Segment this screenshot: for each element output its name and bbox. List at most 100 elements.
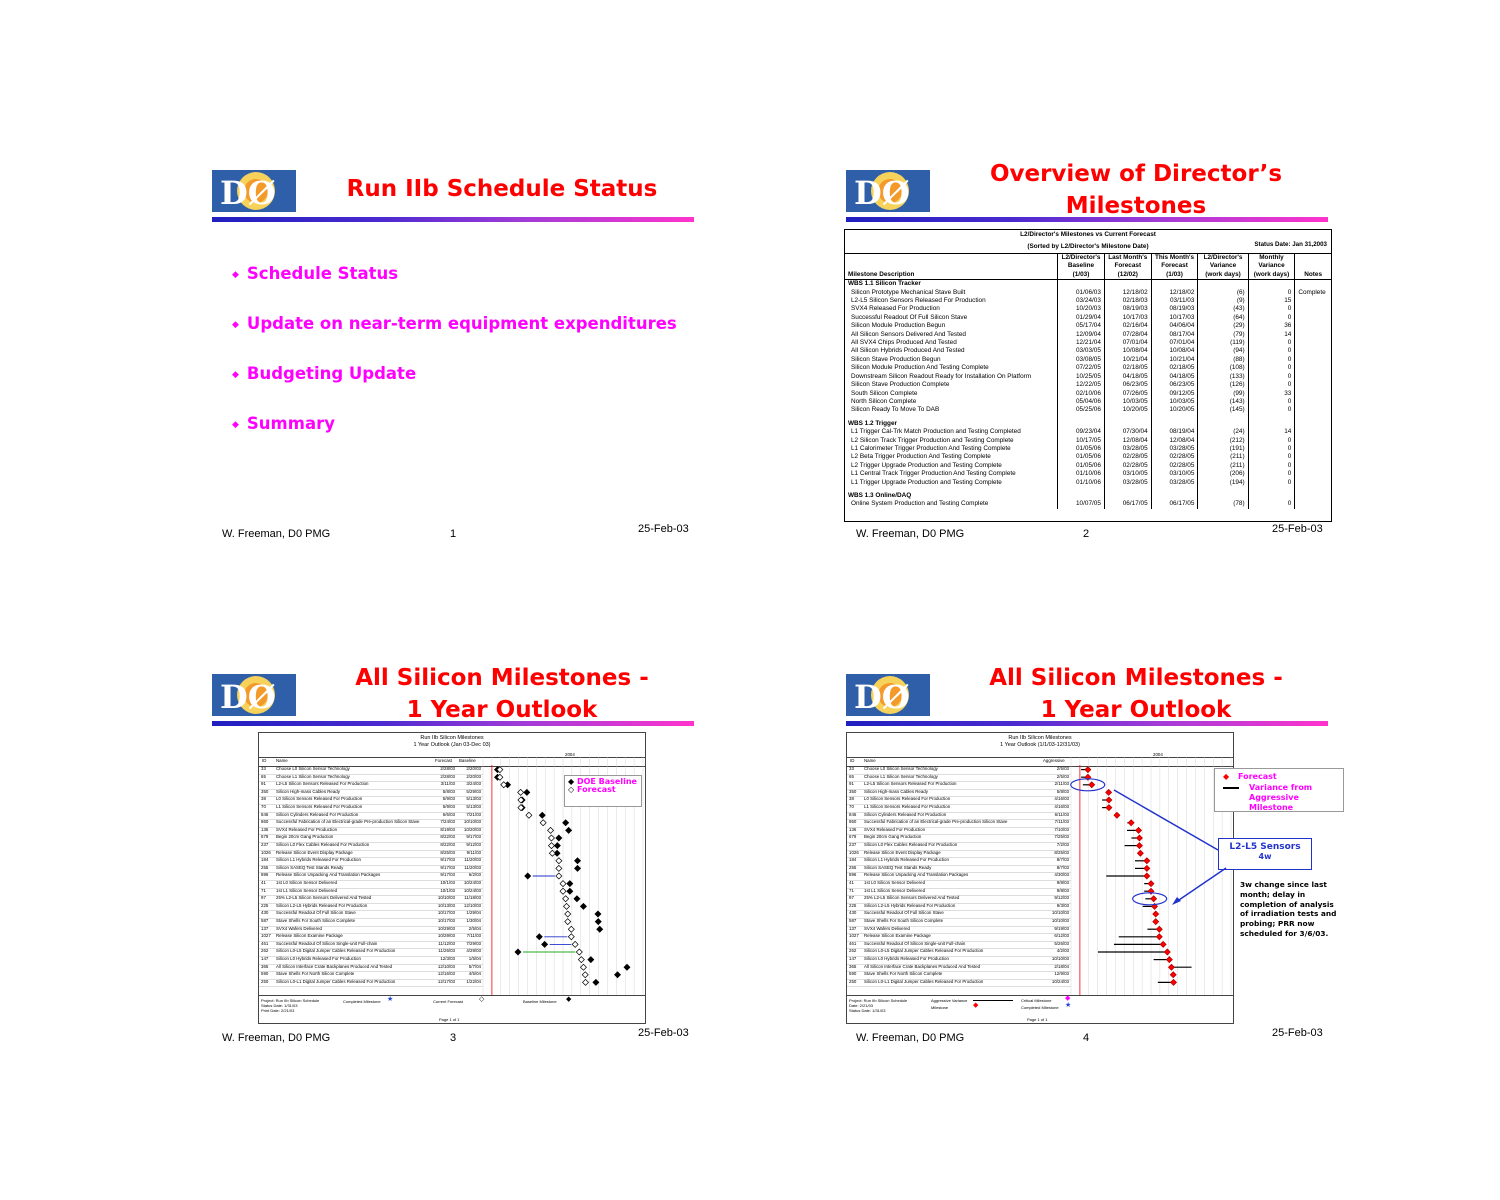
forecast-marker	[1136, 849, 1144, 857]
row-aggressive-date: 9/12/03	[1054, 895, 1069, 901]
row-id: 679	[849, 834, 857, 840]
baseline-marker	[594, 910, 602, 918]
col-header: Notes	[1294, 254, 1331, 281]
legend-label: Forecast	[1237, 772, 1277, 781]
forecast-marker	[559, 887, 567, 895]
row-name: 25% L2-L5 Silicon Sensors Delivered And …	[864, 895, 960, 901]
table-row: Silicon Prototype Mechanical Stave Built…	[845, 288, 1331, 298]
forecast-marker	[1105, 796, 1113, 804]
row-aggressive-date: 2/11/03	[1054, 781, 1069, 787]
row-aggressive-date: 2/5/03	[1056, 766, 1069, 771]
row-name: Stave Shells For North Silicon Complete	[864, 971, 943, 977]
table-cell	[1150, 414, 1199, 429]
table-cell	[1294, 305, 1331, 314]
table-cell: 06/23/05	[1103, 381, 1152, 390]
d0-logo: DØ	[212, 170, 296, 212]
forecast-marker	[1105, 788, 1113, 796]
table-row: Successful Readout Of Full Silicon Stave…	[845, 313, 1331, 323]
row-aggressive-date: 4/30/03	[1054, 872, 1069, 878]
table-cell: Complete	[1294, 288, 1331, 298]
milestone-table-frame: L2/Director's Milestones vs Current Fore…	[844, 229, 1332, 522]
row-id: 430	[261, 910, 269, 916]
variance-line-icon	[1223, 787, 1239, 789]
table-cell: 02/18/05	[1103, 364, 1152, 373]
row-forecast-date: 9/17/03	[440, 864, 455, 870]
table-cell: 12/08/04	[1103, 436, 1152, 445]
baseline-marker	[553, 849, 561, 857]
title-line-2: Milestones	[1065, 193, 1207, 219]
table-cell: (99)	[1197, 389, 1249, 398]
table-cell: 12/18/02	[1150, 288, 1199, 298]
row-name: Silicon L0 Flex Cables Released For Prod…	[276, 842, 370, 847]
table-row: L1 Calorimeter Trigger Production And Te…	[845, 444, 1331, 454]
row-forecast-date: 2/28/03	[440, 766, 455, 771]
slide-title: Run IIb Schedule Status	[346, 176, 658, 202]
row-name: Silicon SASEQ Test Stands Ready	[864, 864, 932, 870]
table-cell: All SVX4 Chips Produced And Tested	[845, 339, 1059, 348]
table-row: L1 Trigger Cal-Trk Match Production and …	[845, 428, 1331, 437]
row-baseline-date: 10/24/03	[463, 887, 481, 893]
footer-text: Completed Milestone	[1021, 1005, 1059, 1010]
row-name: Silicon L0 Flex Cables Released For Prod…	[864, 842, 958, 847]
table-top-rule	[845, 253, 1331, 254]
baseline-marker	[596, 925, 604, 933]
table-cell: Silicon Ready To Move To DAB	[845, 406, 1059, 415]
row-baseline-date: 9/12/03	[466, 842, 481, 847]
table-cell: 05/04/06	[1057, 397, 1105, 407]
chart-subtitle: 1 Year Outlook (1/1/03-12/31/03)	[1000, 741, 1080, 748]
table-cell: 10/08/04	[1150, 347, 1199, 356]
table-cell	[1294, 347, 1331, 356]
table-cell	[1294, 406, 1331, 415]
row-forecast-date: 9/17/03	[440, 872, 455, 878]
row-aggressive-date: 7/25/03	[1054, 834, 1069, 840]
table-cell: 01/10/06	[1057, 470, 1105, 479]
table-cell: 10/20/05	[1103, 406, 1152, 415]
table-cell: L1 Central Track Trigger Production And …	[845, 470, 1059, 479]
row-id: 71	[261, 887, 266, 893]
chart-title: Run IIb Silicon Milestones	[1008, 735, 1072, 741]
forecast-marker	[571, 940, 579, 948]
table-cell: 05/17/04	[1057, 322, 1105, 331]
table-row: L2 Beta Trigger Production And Testing C…	[845, 453, 1331, 462]
row-baseline-date: 10/20/03	[463, 826, 481, 832]
table-cell	[1294, 478, 1331, 487]
row-aggressive-date: 9/8/03	[1056, 880, 1069, 885]
footer-text: Milestone	[931, 1005, 949, 1010]
table-cell: 02/10/06	[1057, 389, 1105, 398]
baseline-marker	[594, 918, 602, 926]
forecast-marker	[577, 956, 585, 964]
table-cell: 07/22/05	[1057, 364, 1105, 373]
title-line-1: Overview of Director’s	[989, 161, 1283, 187]
title-line-2: 1 Year Outlook	[1040, 697, 1232, 723]
table-cell: (119)	[1197, 339, 1249, 348]
legend-label: DOE Baseline	[576, 777, 637, 786]
row-name: Release Silicon Event Display Package	[276, 849, 353, 855]
footer-text: Completed Milestone	[343, 999, 381, 1004]
table-cell: 10/08/04	[1103, 347, 1152, 356]
table-cell: 07/26/05	[1103, 389, 1152, 398]
row-id: 136	[849, 826, 857, 832]
col-header: Milestone Description	[845, 254, 1059, 281]
table-cell: 0	[1247, 313, 1296, 323]
forecast-marker	[582, 978, 590, 986]
forecast-marker	[1143, 872, 1151, 880]
row-name: Successful Fabrication of an Electrical-…	[276, 819, 420, 825]
